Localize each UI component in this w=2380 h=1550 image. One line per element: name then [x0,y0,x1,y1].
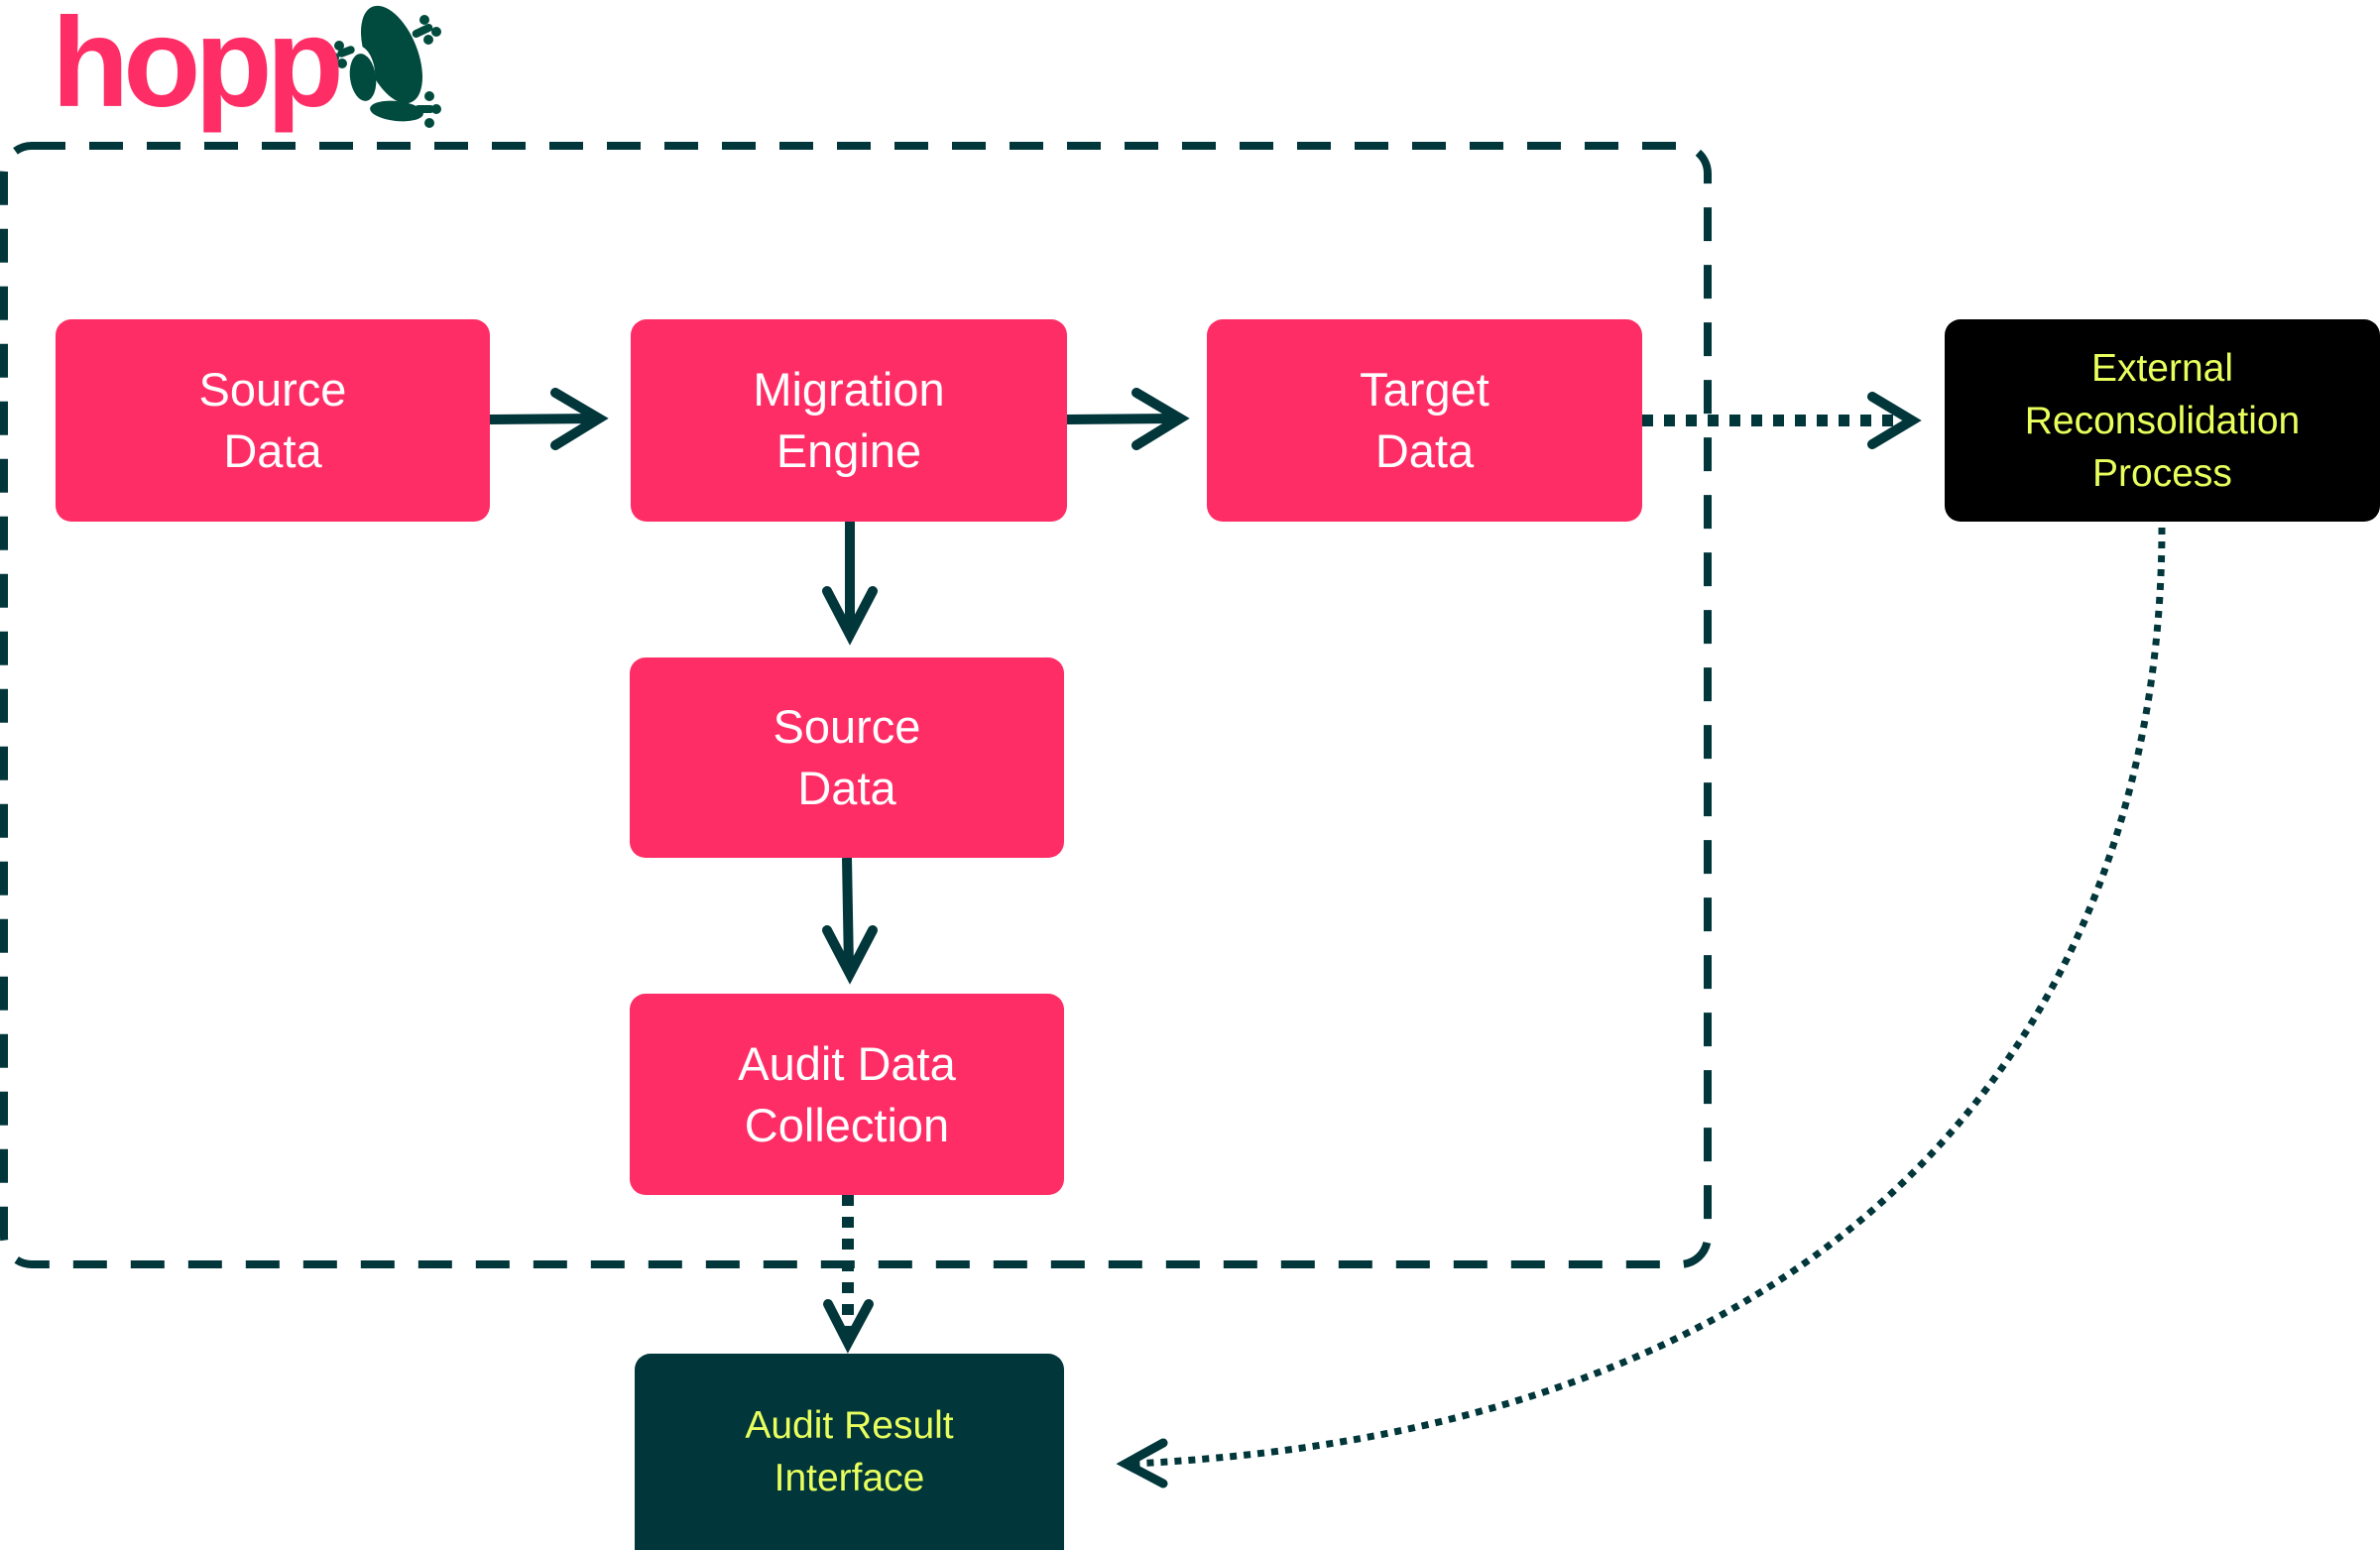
edge-source2-to-audit [822,857,878,985]
edge-target-to-external [1642,392,1922,449]
arrowhead-icon [1116,1438,1168,1489]
node-label-line: Migration [753,363,945,416]
edge-migration-to-target [1066,388,1190,450]
arrowhead-icon [822,586,878,646]
node-source-data[interactable]: Source Data [56,319,490,522]
node-external-reconsolidation-process[interactable]: External Reconsolidation Process [1945,319,2380,522]
arrowhead-icon [550,388,609,450]
brand-wordmark: hopp [52,0,344,134]
edge-audit-to-result [823,1195,874,1354]
edge-line [1066,414,1175,424]
node-migration-engine[interactable]: Migration Engine [631,319,1067,522]
edge-line [842,857,854,969]
node-label-line: Data [1374,424,1475,477]
frog-icon [329,5,441,128]
node-label-line: External [2090,346,2234,390]
arrowhead-icon [1131,388,1190,450]
node-label-line: Source [198,363,347,416]
edge-line [489,414,598,424]
node-label-line: Audit Result [745,1404,954,1447]
node-label-line: Engine [775,424,922,477]
node-audit-result-interface[interactable]: Audit Result Interface [635,1354,1064,1550]
node-source-data-2[interactable]: Source Data [630,657,1064,858]
edge-external-to-result [1116,527,2166,1489]
node-label-line: Data [223,424,322,477]
node-label-line: Reconsolidation [2024,399,2301,442]
node-label-line: Data [797,762,896,814]
node-audit-data-collection[interactable]: Audit Data Collection [630,994,1064,1195]
node-label-line: Process [2092,451,2232,495]
edge-migration-to-source2 [822,522,878,646]
node-target-data[interactable]: Target Data [1207,319,1642,522]
node-label-line: Target [1360,363,1489,416]
edge-source-to-migration [489,388,609,450]
arrowhead-icon [1867,392,1922,449]
node-label-line: Collection [744,1098,950,1151]
arrowhead-icon [822,925,878,985]
node-label-line: Audit Data [738,1036,956,1090]
node-label-line: Interface [774,1457,925,1499]
arrowhead-icon [823,1299,874,1354]
edge-curve [1131,527,2166,1468]
node-label-line: Source [773,700,921,753]
system-boundary [0,142,1712,1268]
